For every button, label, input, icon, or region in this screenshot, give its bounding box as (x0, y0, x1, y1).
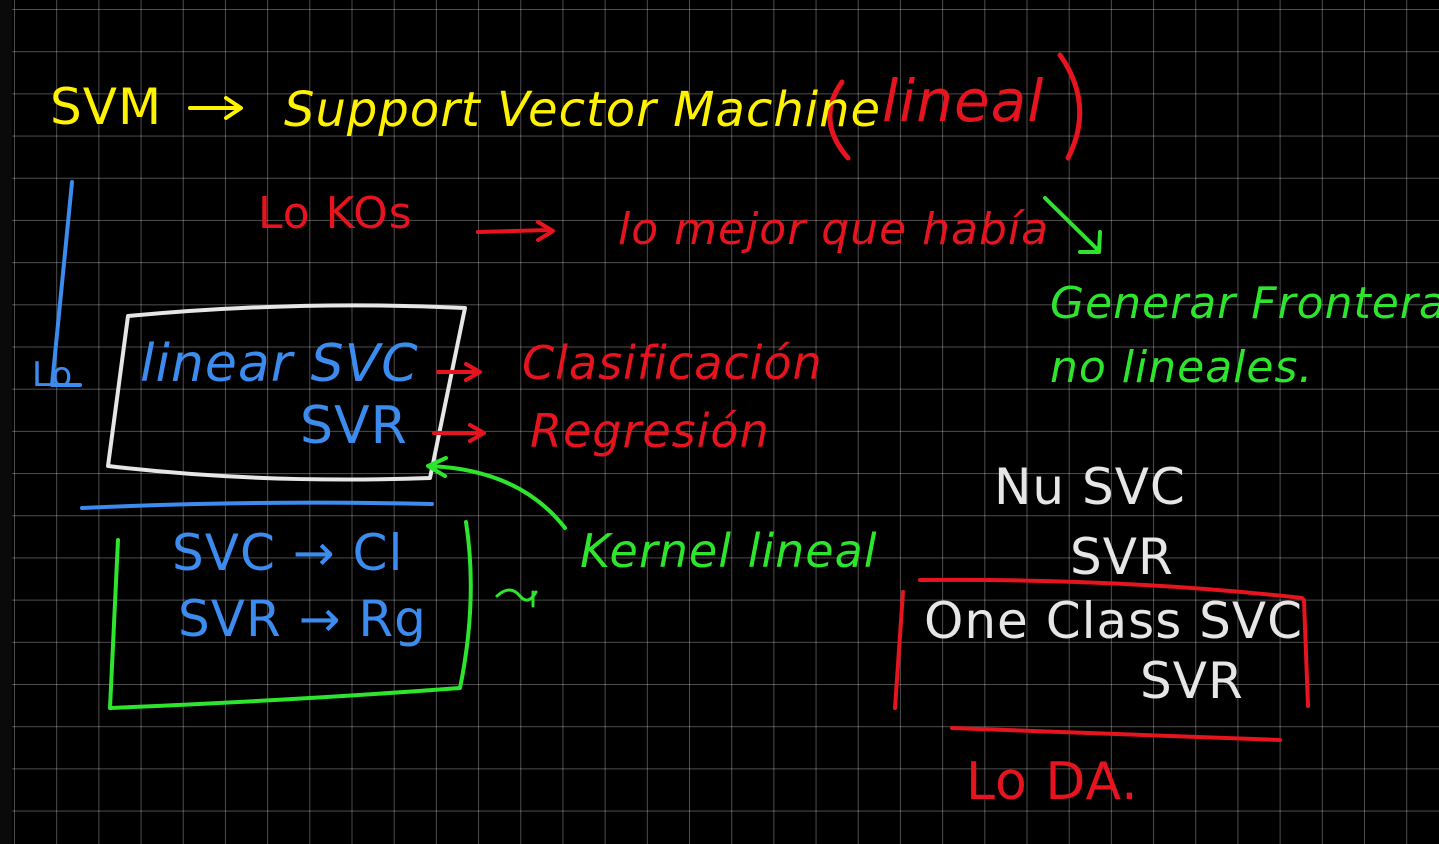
red-bracket-left (893, 590, 905, 710)
lineal-label: lineal (882, 67, 1045, 135)
lo-kos-label: Lo KOs (258, 188, 413, 239)
arrow-kos-icon (476, 220, 555, 242)
svc-cl-label: SVC → Cl (172, 524, 404, 582)
paren-right-icon (1057, 52, 1083, 161)
regresion-label: Regresión (530, 404, 770, 458)
red-line-bottom (950, 726, 1282, 742)
lo-da-label: Lo DA. (966, 752, 1139, 812)
lo-mejor-label: lo mejor que había (618, 204, 1050, 255)
svr-label-1: SVR (300, 396, 408, 456)
svm-expansion: Support Vector Machine (284, 82, 882, 138)
svr-label-2: SVR (1070, 528, 1174, 586)
red-line-top (918, 577, 1304, 600)
svr-label-3: SVR (1140, 652, 1244, 710)
generar-line2: no lineales. (1050, 342, 1314, 393)
green-mark-icon (495, 588, 538, 608)
arrow-regresion-icon (432, 423, 486, 443)
linear-svc-label: linear SVC (140, 334, 419, 394)
lo-marker: Lo (32, 355, 74, 395)
generar-line1: Generar Fronteras (1050, 278, 1439, 329)
red-bracket-right (1302, 598, 1310, 708)
arrow-clasificacion-icon (436, 362, 482, 382)
one-class-svc-label: One Class SVC (924, 592, 1303, 650)
underline-blue (80, 500, 434, 510)
nu-svc-label: Nu SVC (994, 458, 1186, 516)
arrow-green-diagonal-icon (1043, 196, 1102, 254)
svm-label: SVM (50, 78, 163, 136)
arrow-kernel-icon (426, 456, 567, 530)
box-white (106, 303, 467, 482)
clasificacion-label: Clasificación (522, 336, 823, 390)
box-green (108, 520, 473, 710)
kernel-lineal-label: Kernel lineal (580, 524, 878, 578)
arrow-svm-icon (188, 96, 243, 120)
svr-rg-label: SVR → Rg (178, 590, 427, 648)
bracket-blue-icon (50, 180, 82, 387)
paren-left-icon (827, 79, 851, 161)
